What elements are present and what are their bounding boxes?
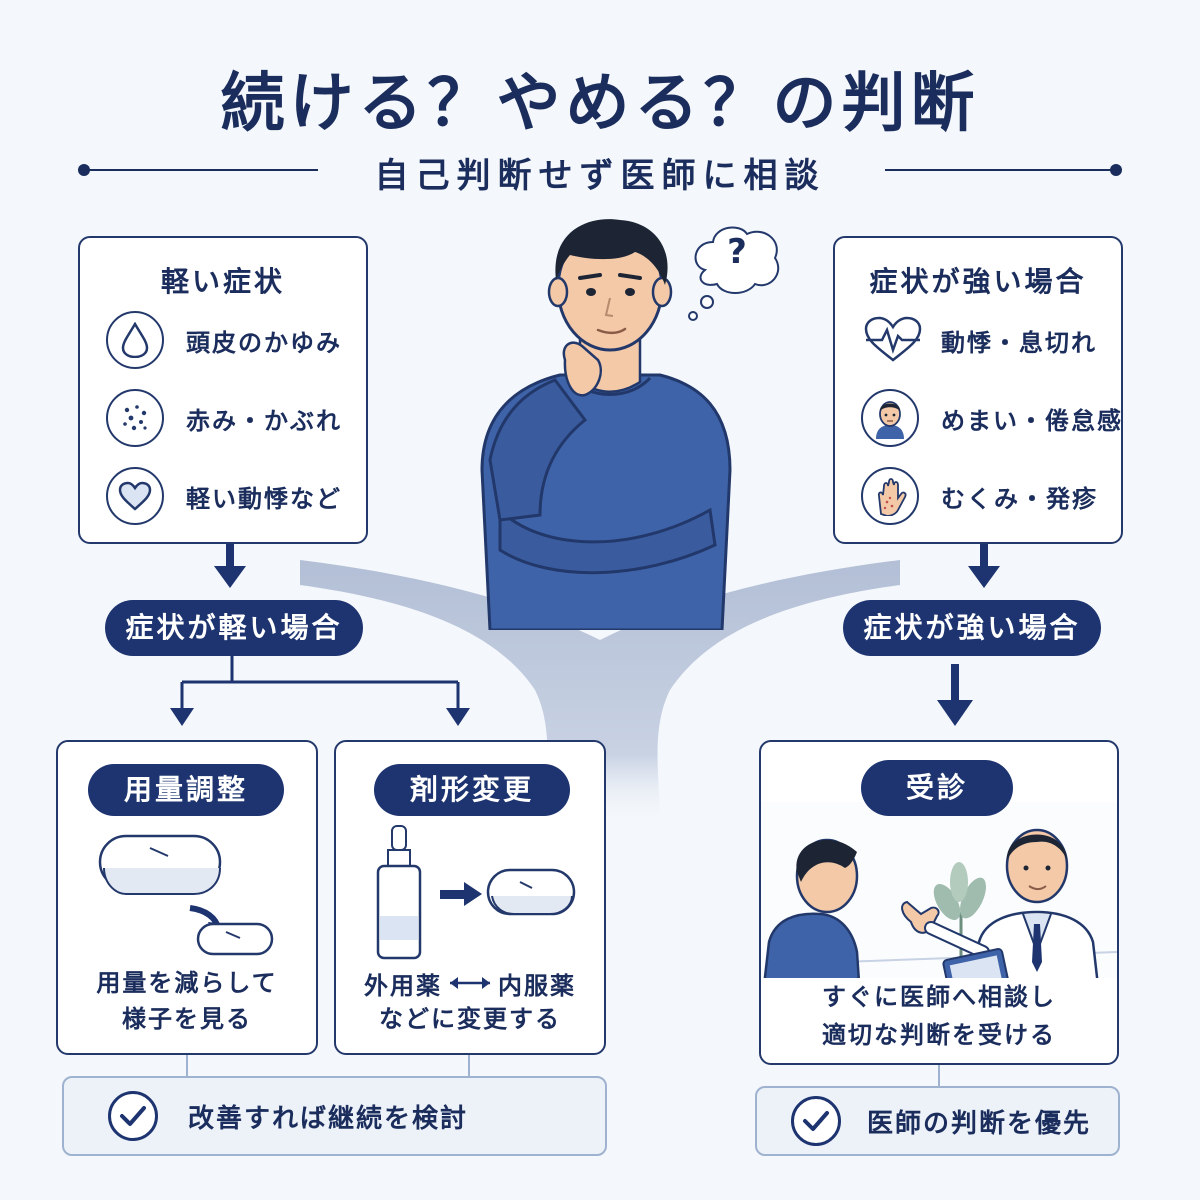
symptom-label: 軽い動悸など <box>186 484 342 513</box>
mild-result-box: 改善すれば継続を検討 <box>62 1076 607 1156</box>
divider-dot-left <box>78 164 90 176</box>
symptom-item: 赤み・かぶれ <box>106 388 342 448</box>
swollen-hand-icon <box>861 467 919 525</box>
topical-label: 外用薬 <box>364 971 442 1000</box>
symptom-item: 軽い動悸など <box>106 466 342 526</box>
divider-right <box>885 169 1115 171</box>
thought-bubble <box>688 226 780 321</box>
droplet-icon <box>106 311 164 369</box>
arrow-down-icon <box>214 544 246 588</box>
mild-result-text: 改善すれば継続を検討 <box>188 1103 469 1134</box>
dose-adjust-card: 用量調整 用量を減らして 様子を見る <box>56 740 318 1055</box>
form-caption-line2: などに変更する <box>379 1005 561 1033</box>
symptom-label: 動悸・息切れ <box>941 328 1097 357</box>
divider-left <box>88 169 318 171</box>
swap-arrows-icon <box>450 977 490 989</box>
consult-doctor-card: 受診 すぐに医師へ相談し 適切な判断を受ける <box>759 740 1119 1065</box>
mild-symptoms-card: 軽い症状 頭皮のかゆみ 赤み・かぶれ 軽い動悸など <box>78 236 368 544</box>
dose-caption-line2: 様子を見る <box>122 1005 252 1033</box>
form-caption-line1: 外用薬 内服薬 <box>336 964 604 1002</box>
checkmark-icon <box>791 1096 841 1146</box>
strong-case-pill: 症状が強い場合 <box>843 600 1101 656</box>
symptom-label: 頭皮のかゆみ <box>186 328 342 357</box>
doctor-consultation-illustration <box>761 802 1117 1012</box>
arrow-down-icon <box>937 664 973 726</box>
consult-caption-line2: 適切な判断を受ける <box>761 1016 1117 1054</box>
symptom-label: 赤み・かぶれ <box>186 406 342 435</box>
symptom-label: むくみ・発疹 <box>941 484 1098 513</box>
symptom-item: 動悸・息切れ <box>861 310 1097 370</box>
heart-icon <box>106 467 164 525</box>
dose-caption-line1: 用量を減らして <box>96 969 278 997</box>
consult-title: 受診 <box>861 760 1013 816</box>
thinking-man-illustration <box>480 219 732 630</box>
question-mark: ? <box>727 232 747 272</box>
connector-line <box>468 1055 470 1077</box>
consult-caption-line1: すぐに医師へ相談し <box>761 978 1117 1016</box>
arrow-down-icon <box>968 544 1000 588</box>
branch-connector <box>170 656 470 726</box>
rash-dots-icon <box>106 389 164 447</box>
form-change-title: 剤形変更 <box>374 764 570 816</box>
divider-dot-right <box>1110 164 1122 176</box>
symptom-item: めまい・倦怠感 <box>861 388 1123 448</box>
form-change-card: 剤形変更 外用薬 内服薬 などに変更する <box>334 740 606 1055</box>
heartbeat-icon <box>861 311 925 369</box>
oral-label: 内服薬 <box>498 971 576 1000</box>
symptom-item: 頭皮のかゆみ <box>106 310 342 370</box>
symptom-label: めまい・倦怠感 <box>941 406 1123 435</box>
mild-card-title: 軽い症状 <box>160 265 285 298</box>
pill-reduce-illustration <box>98 834 274 956</box>
bottle-to-tablet-illustration <box>376 825 576 960</box>
checkmark-icon <box>108 1091 158 1141</box>
page-title: 続ける？やめる？の判断 <box>220 67 980 141</box>
page-subtitle: 自己判断せず医師に相談 <box>374 156 826 196</box>
strong-symptoms-card: 症状が強い場合 動悸・息切れ めまい・倦怠感 むくみ・発疹 <box>833 236 1123 544</box>
connector-line <box>186 1055 188 1077</box>
dose-adjust-title: 用量調整 <box>88 764 284 816</box>
mild-case-pill: 症状が軽い場合 <box>105 600 363 656</box>
connector-line <box>938 1065 940 1087</box>
dizzy-face-icon <box>861 389 919 447</box>
strong-result-text: 医師の判断を優先 <box>867 1108 1092 1139</box>
strong-result-box: 医師の判断を優先 <box>755 1086 1120 1156</box>
strong-card-title: 症状が強い場合 <box>869 265 1087 298</box>
symptom-item: むくみ・発疹 <box>861 466 1098 526</box>
